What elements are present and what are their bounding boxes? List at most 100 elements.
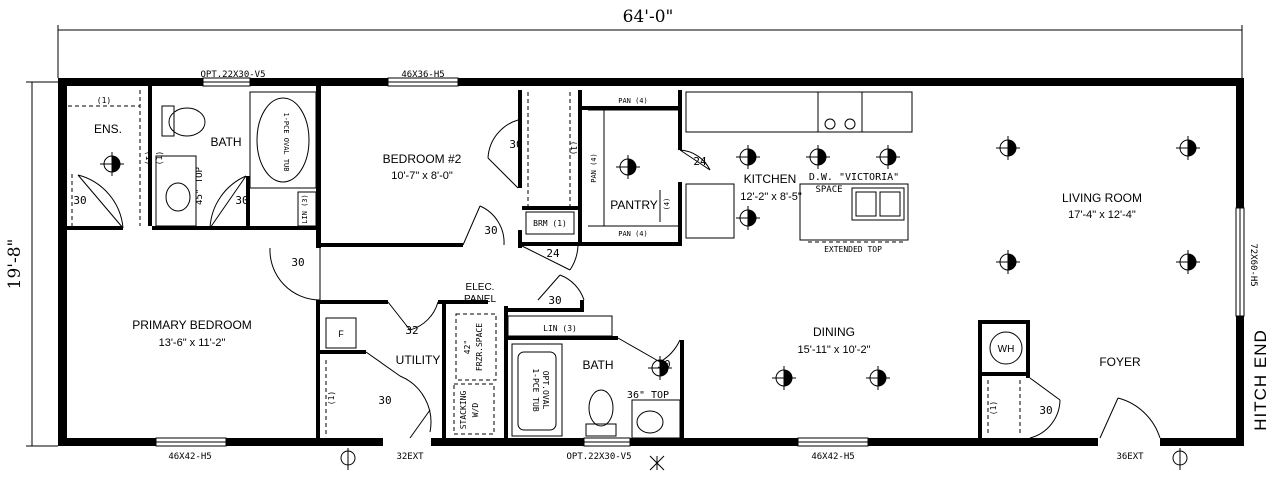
counter-label: 45" TOP [195,166,205,205]
room-size-living: 17'-4" x 12'-4" [1068,209,1136,221]
door-size: 30 [291,256,304,269]
light-icon [100,152,124,176]
washer-dryer-label: STACKING [459,391,468,430]
window-label: 46X36-H5 [401,70,444,80]
room-label-living: LIVING ROOM [1062,191,1142,205]
door-size: 30 [378,394,391,407]
linen-label: LIN (3) [543,324,577,333]
room-label-dining: DINING [813,325,855,339]
tub-label: OPT.OVAL [541,371,550,410]
door-label: 36EXT [1116,452,1144,462]
exterior-door-utility [383,437,431,447]
pantry-shelf-label: (4) [663,198,671,211]
closets: (1) (1) (1) (1) (1) (1) LIN (3) LIN (3) … [68,90,1021,436]
island-icon [799,183,909,241]
light-icon [736,206,760,230]
light-icon [648,356,672,380]
broom-closet-label: BRM (1) [533,219,567,228]
freezer-label: 42" [463,340,472,354]
room-size-primary-bedroom: 13'-6" x 11'-2" [159,337,226,349]
room-label-bedroom2: BEDROOM #2 [383,152,462,166]
shelf-label: (1) [989,401,998,415]
door-size: 30 [73,194,86,207]
window-label: OPT.22X30-V5 [566,452,631,462]
linen-label: LIN (3) [301,194,309,224]
hitch-end-label: HITCH END [1251,329,1270,431]
stacking-washer-dryer [453,383,495,435]
tub-icon [511,343,563,437]
exterior-symbols [340,448,1188,471]
room-size-bedroom2: 10'-7" x 8'-0" [391,170,453,182]
range-icon [817,91,863,133]
room-size-kitchen: 12'-2" x 8'-5" [740,191,802,203]
freezer-label: FRZR.SPACE [475,323,484,371]
washer-dryer-label: W/D [471,403,480,418]
toilet-icon [588,389,614,427]
shelf-label: (1) [569,141,578,155]
water-heater-icon [989,331,1023,365]
dishwasher-label: D.W. "VICTORIA" [809,172,899,183]
pantry-shelf-label: PAN (4) [618,230,648,238]
room-label-kitchen: KITCHEN [744,172,797,186]
room-label-foyer: FOYER [1099,355,1141,369]
furnace-icon [325,317,357,349]
window-label: 46X42-H5 [168,452,211,462]
valve-icon [649,455,665,471]
tub-label: 1-PCE TUB [531,368,540,412]
bath2-fixtures: 1-PCE TUB OPT.OVAL 36" TOP [511,343,681,439]
overall-width-dimension: 19'-8" [5,81,58,447]
shelf-label: (1) [97,96,111,105]
door-swings [77,119,1161,439]
shelf-label: (1) [144,151,153,165]
light-icon [996,136,1020,160]
interior-walls [67,86,1030,440]
sink-icon [851,187,905,221]
room-label-bath2: BATH [582,358,613,372]
water-heater: WH [989,331,1023,365]
overall-length-dimension: 64'-0" [57,7,1243,78]
overall-length-label: 64'-0" [623,7,674,27]
window-label: 72X60-H5 [1248,243,1258,286]
kitchen-fixtures: D.W. "VICTORIA" SPACE EXTENDED TOP [685,91,913,254]
light-icon [1176,136,1200,160]
door-size: 30 [509,138,522,151]
door-label: 32EXT [396,452,424,462]
window-label: 46X42-H5 [811,452,854,462]
counter-label: 36" TOP [627,390,669,401]
shelf-label: (1) [155,151,164,165]
door-size: 24 [546,247,560,260]
door-size: 30 [548,294,561,307]
door-sizes: 30 30 30 30 24 24 30 32 30 30 30 30 [73,138,1052,417]
overall-width-label: 19'-8" [5,239,25,290]
pantry-shelf-label: PAN (4) [618,97,648,105]
light-icon [806,145,830,169]
exterior-door-foyer [1098,437,1160,447]
light-icon [616,155,640,179]
utility-fixtures: ELEC. PANEL F 42" FRZR.SPACE STACKING W/… [325,282,497,435]
furnace-label: F [338,329,344,339]
elec-panel-label: PANEL [464,294,496,305]
light-icon [1176,250,1200,274]
tub-label: 1-PCE OVAL TUB [282,112,290,171]
room-labels: ENS. BATH BEDROOM #2 10'-7" x 8'-0" PANT… [94,122,1142,372]
room-label-utility: UTILITY [396,353,441,367]
freezer-space [455,313,497,381]
room-label-primary-bedroom: PRIMARY BEDROOM [132,318,252,332]
elec-panel-label: ELEC. [466,282,495,293]
room-label-ensuite: ENS. [94,122,122,136]
light-icon [772,366,796,390]
pantry-shelf-label: PAN (4) [590,153,598,183]
light-icon [996,250,1020,274]
fridge-icon [685,183,735,239]
room-label-bath: BATH [210,135,241,149]
shelf-label: (1) [327,391,336,405]
window-labels: OPT.22X30-V5 46X36-H5 46X42-H5 OPT.22X30… [168,70,1258,462]
door-size: 30 [235,194,248,207]
sink-icon [165,182,191,212]
oval-tub-icon [256,97,310,183]
light-icon [736,145,760,169]
door-size: 30 [484,224,497,237]
door-size: 30 [1039,404,1052,417]
door-size: 24 [693,155,707,168]
